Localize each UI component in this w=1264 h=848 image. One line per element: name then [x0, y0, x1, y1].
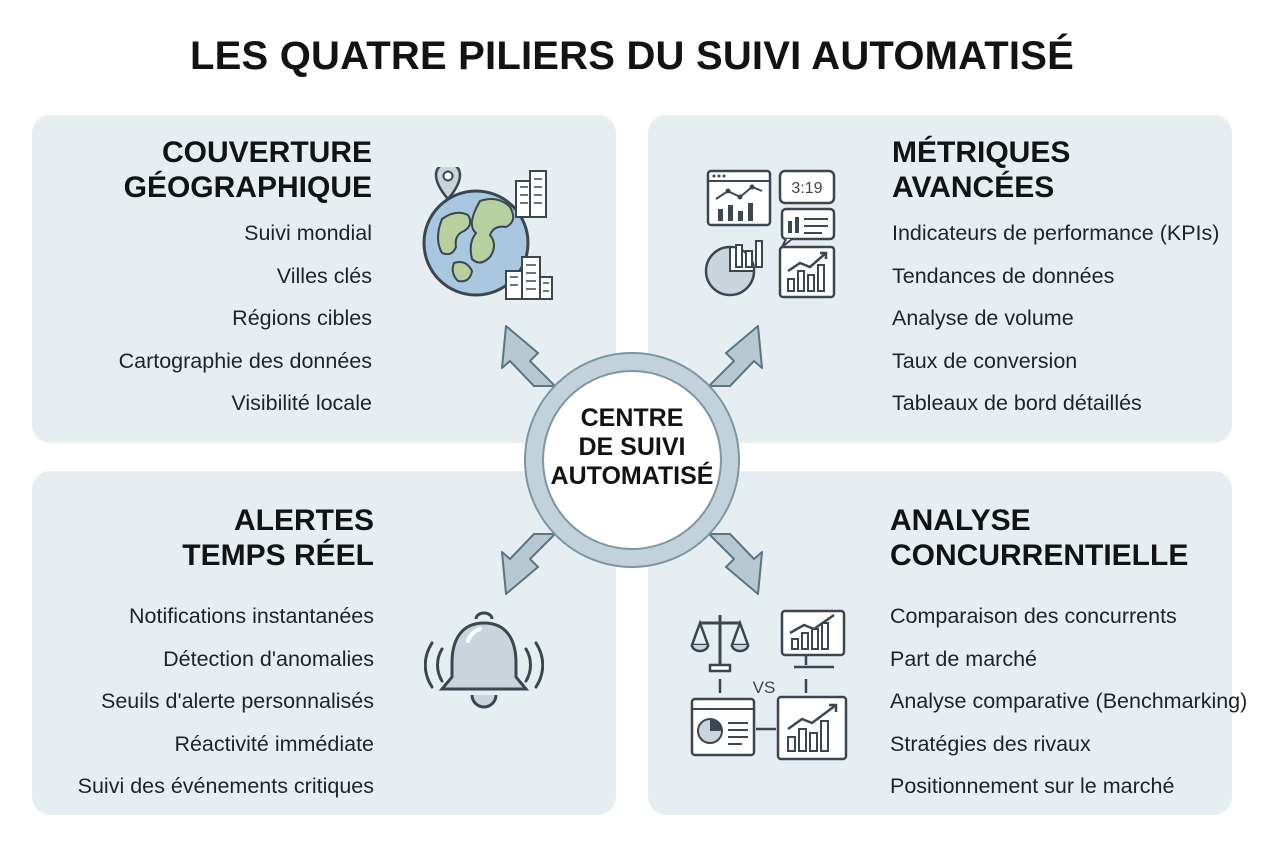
list-item: Seuils d'alerte personnalisés — [100, 689, 374, 713]
globe-location-icon — [422, 167, 553, 300]
bell-icon — [424, 611, 544, 709]
pillar-item-list: Suivi mondial Villes clés Régions cibles… — [119, 212, 372, 425]
pillar-heading: ANALYSE CONCURRENTIELLE — [890, 504, 1189, 572]
list-item: Comparaison des concurrents — [890, 604, 1177, 628]
page-title: LES QUATRE PILIERS DU SUIVI AUTOMATISÉ — [190, 34, 1074, 78]
central-hub-ring — [524, 352, 740, 568]
central-hub-label: CENTRE DE SUIVI AUTOMATISÉ — [550, 404, 714, 490]
list-item: Détection d'anomalies — [163, 646, 374, 671]
pillar-heading: COUVERTURE GÉOGRAPHIQUE — [123, 136, 372, 204]
arrow-down-left — [501, 533, 556, 595]
pillar-item-list: Indicateurs de performance (KPIs) Tendan… — [892, 212, 1219, 425]
list-item: Tableaux de bord détaillés — [892, 391, 1142, 415]
list-item: Villes clés — [276, 263, 372, 288]
pillar-geographic-coverage: COUVERTURE GÉOGRAPHIQUE Suivi mondial Vi… — [32, 115, 616, 443]
list-item: Taux de conversion — [892, 348, 1078, 373]
list-item: Analyse comparative (Benchmarking) — [890, 689, 1248, 713]
pillar-real-time-alerts: ALERTES TEMPS RÉEL Notifications instant… — [32, 471, 616, 815]
analytics-dashboard-icon: 3:19 — [704, 169, 836, 299]
arrow-down-right — [708, 533, 763, 595]
list-item: Tendances de données — [892, 263, 1115, 288]
list-item: Notifications instantanées — [128, 604, 374, 628]
list-item: Analyse de volume — [892, 306, 1074, 330]
list-item: Stratégies des rivaux — [890, 731, 1091, 756]
pillar-heading: ALERTES TEMPS RÉEL — [182, 504, 374, 572]
metric-readout: 3:19 — [791, 180, 822, 197]
list-item: Cartographie des données — [118, 348, 372, 373]
comparison-icon: VS — [690, 609, 848, 761]
vs-label: VS — [753, 678, 776, 697]
arrow-up-right — [708, 325, 763, 387]
list-item: Part de marché — [890, 646, 1037, 671]
list-item: Positionnement sur le marché — [890, 774, 1175, 798]
pillar-item-list: Comparaison des concurrents Part de marc… — [890, 595, 1247, 808]
central-hub-core — [542, 370, 722, 550]
list-item: Indicateurs de performance (KPIs) — [892, 221, 1220, 245]
arrow-up-left — [501, 325, 556, 387]
list-item: Régions cibles — [232, 306, 372, 330]
pillar-advanced-metrics: MÉTRIQUES AVANCÉES Indicateurs de perfor… — [648, 115, 1232, 443]
list-item: Suivi mondial — [244, 221, 372, 245]
pillar-heading: MÉTRIQUES AVANCÉES — [892, 136, 1071, 204]
list-item: Réactivité immédiate — [174, 731, 374, 756]
list-item: Suivi des événements critiques — [77, 774, 374, 798]
pillar-competitive-analysis: ANALYSE CONCURRENTIELLE Comparaison des … — [648, 471, 1247, 815]
pillar-item-list: Notifications instantanées Détection d'a… — [78, 595, 374, 808]
list-item: Visibilité locale — [231, 391, 372, 415]
